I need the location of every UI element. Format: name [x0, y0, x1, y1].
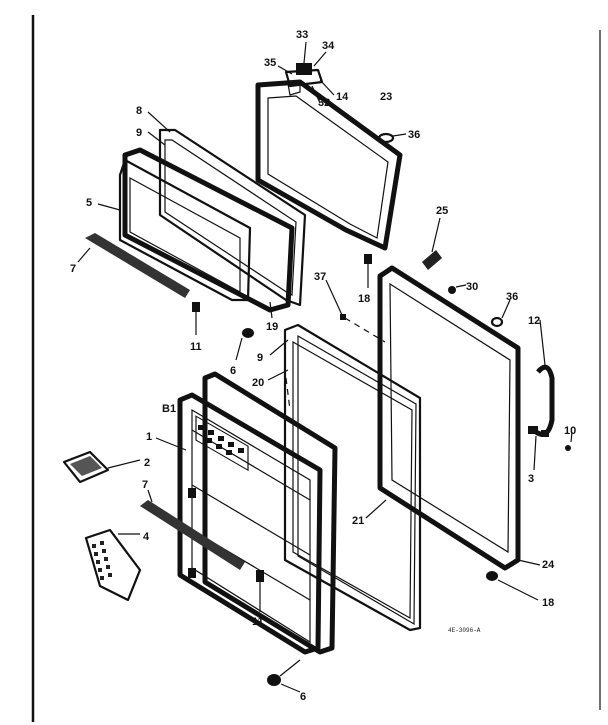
dairy-compartment-buttons — [198, 425, 244, 455]
label-32: 32 — [318, 97, 330, 109]
label-36-lower: 36 — [506, 291, 518, 303]
label-7-upper: 7 — [70, 263, 76, 275]
label-36-upper: 36 — [408, 129, 420, 141]
label-35: 35 — [264, 57, 276, 69]
label-37: 37 — [314, 271, 326, 283]
label-6-lower: 6 — [300, 691, 306, 703]
label-20: 20 — [252, 377, 264, 389]
door-stop-36-lower — [490, 299, 511, 328]
label-2: 2 — [144, 457, 150, 469]
fresh-food-door-liner — [155, 371, 338, 655]
label-24: 24 — [542, 559, 555, 571]
label-8: 8 — [136, 105, 142, 117]
label-11-lower: 11 — [252, 616, 264, 628]
label-19: 19 — [266, 321, 278, 333]
screw-11-upper — [192, 302, 200, 335]
leader-19 — [269, 301, 273, 319]
freezer-door-gasket — [147, 111, 307, 307]
alignment-line-b — [285, 377, 291, 411]
label-9-upper: 9 — [136, 127, 142, 139]
door-stop-36-upper — [377, 132, 407, 144]
label-1: 1 — [146, 431, 152, 443]
label-11-upper: 11 — [190, 341, 202, 353]
screw-30 — [448, 284, 467, 294]
egg-tray-4 — [84, 528, 142, 602]
label-14: 14 — [336, 91, 349, 103]
label-3: 3 — [528, 473, 534, 485]
freezer-door-liner — [97, 147, 295, 313]
bumper-18-lower — [486, 571, 539, 601]
label-12: 12 — [528, 315, 540, 327]
label-30: 30 — [466, 281, 478, 293]
top-hinge-assembly — [277, 41, 335, 104]
fresh-food-door-gasket — [267, 323, 422, 632]
freezer-door-outer-panel — [255, 79, 403, 251]
handle-screws-10-3 — [528, 426, 573, 471]
label-34: 34 — [322, 40, 335, 52]
freezer-door-trim-strip — [77, 233, 190, 298]
label-4: 4 — [143, 531, 150, 543]
label-18-upper: 18 — [358, 293, 370, 305]
bumper-18-upper — [364, 254, 372, 288]
fresh-food-door-trim-strip — [140, 489, 245, 570]
fastener-6-lower — [267, 659, 301, 693]
door-handle-12 — [534, 319, 555, 437]
label-7-lower: 7 — [142, 479, 148, 491]
butter-dish-2 — [62, 450, 141, 484]
label-b1: B1 — [162, 403, 176, 415]
label-33: 33 — [296, 29, 308, 41]
label-23: 23 — [380, 91, 392, 103]
label-10: 10 — [564, 425, 576, 437]
label-9-lower: 9 — [257, 352, 263, 364]
fresh-food-door-outer-panel — [377, 265, 541, 571]
fastener-6-upper — [235, 328, 254, 361]
screw-37 — [325, 279, 346, 320]
label-6-upper: 6 — [230, 365, 236, 377]
label-25: 25 — [436, 205, 448, 217]
label-18-lower: 18 — [542, 597, 554, 609]
label-5: 5 — [86, 197, 92, 209]
latch-25 — [422, 217, 442, 270]
drawing-code: 4E-3096-A — [448, 627, 481, 634]
label-21: 21 — [352, 515, 364, 527]
